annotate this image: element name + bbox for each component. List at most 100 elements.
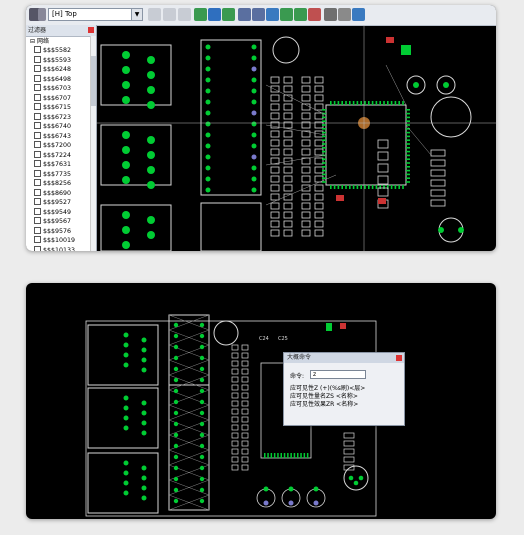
net-icon [34,112,41,120]
net-list-item[interactable]: $$$7200 [26,141,96,151]
mcu-pin [290,453,292,458]
mcu-pin [270,453,273,458]
mcu-pin [394,185,397,189]
pad [199,421,205,427]
mcu-pin [406,147,410,149]
pcb-canvas-top[interactable] [96,25,496,251]
smd-pad [283,166,293,174]
mcu-pin [368,185,370,189]
pad [123,362,129,368]
net-list-item[interactable]: $$$7631 [26,160,96,170]
net-icon [34,122,41,129]
pad [173,377,179,383]
smd-pad [231,456,239,463]
copy-icon[interactable] [178,8,191,21]
net-list-item[interactable]: $$$7224 [26,150,96,161]
route-icon[interactable] [194,8,207,21]
mcu-pin [277,453,279,458]
pad [288,500,294,506]
net-list-item[interactable]: $$$10019 [26,236,96,246]
smd-pad [270,202,280,210]
hatch-line [168,359,210,376]
smd-pad [314,184,324,192]
net-icon [34,131,41,139]
redo-icon[interactable] [163,8,176,21]
net-list-item[interactable]: $$$6723 [26,112,96,123]
net-list-item[interactable]: $$$9527 [26,198,96,208]
net-list-item[interactable]: $$$10133 [26,245,96,251]
layer-icon[interactable] [208,8,221,21]
net-list-item[interactable]: $$$6743 [26,131,96,142]
net-icon [34,65,41,72]
net-list-item[interactable]: $$$6498 [26,74,96,85]
smd-pad [314,103,324,111]
grid-icon[interactable] [324,8,337,21]
command-dialog: 大概命令 命令: z 应可见性Z (+)(%s刷)<层> 应可见性量名ZS <名… [283,352,405,426]
net-list-item[interactable]: $$$6707 [26,93,96,104]
net-list-item[interactable]: $$$6703 [26,84,96,94]
net-list-item[interactable]: $$$6248 [26,65,96,75]
smd-pad [283,211,293,219]
pad [251,110,257,116]
mcu-pin [303,453,306,458]
move-icon[interactable] [222,8,235,21]
pad [147,231,155,239]
pad [205,132,211,138]
mcu-pin [406,135,410,138]
close-icon[interactable] [88,27,94,33]
net-icon [34,141,41,148]
layer-select[interactable]: [H] Top ▼ [48,8,143,21]
via-icon[interactable] [280,8,293,21]
smd-pad [270,103,280,111]
mcu-pin [330,101,332,105]
mcu-pin [322,162,326,164]
zoom-icon[interactable] [266,8,279,21]
net-list-item[interactable]: $$$5593 [26,55,96,66]
mirror-icon[interactable] [252,8,265,21]
net-list-item[interactable]: $$$6715 [26,103,96,113]
pad [251,77,257,83]
mcu-pin [406,128,410,130]
net-list-item[interactable]: $$$8256 [26,179,96,189]
rotate-icon[interactable] [238,8,251,21]
smd-pad [377,139,389,149]
smd-pad [283,229,293,237]
tree-root[interactable]: ⊟ 网络 [30,38,49,45]
pad [443,82,449,88]
command-input[interactable]: z [310,370,366,379]
net-list-item[interactable]: $$$9549 [26,207,96,218]
pad [199,399,205,405]
net-list-item[interactable]: $$$6740 [26,122,96,132]
net-list-item[interactable]: $$$8690 [26,188,96,199]
mcu-pin [322,112,326,115]
mcu-pin [406,120,410,122]
net-list-item[interactable]: $$$7735 [26,169,96,180]
undo-icon[interactable] [148,8,161,21]
net-list-item[interactable]: $$$9576 [26,226,96,237]
smd-pad [301,229,311,237]
smd-pad [270,139,280,147]
smd-pad [314,229,324,237]
chevron-down-icon[interactable]: ▼ [131,9,142,20]
delete-icon[interactable] [308,8,321,21]
trace [265,84,327,116]
close-icon[interactable] [396,355,402,361]
net-list-item[interactable]: $$$5582 [26,46,96,56]
pad [122,96,130,104]
net-icon [34,188,41,196]
smd-pad [283,112,293,120]
settings-icon[interactable] [338,8,351,21]
drc-icon[interactable] [294,8,307,21]
smd-pad [301,121,311,129]
header-outline [200,39,262,196]
mcu-pin [322,150,326,153]
smd-pad [241,408,249,415]
smd-pad [314,166,324,174]
mcu-pin [322,109,326,111]
smd-pad [241,432,249,439]
help-icon[interactable] [352,8,365,21]
print-icon[interactable] [38,8,46,21]
net-list-item[interactable]: $$$9567 [26,217,96,227]
sidebar-scrollbar[interactable] [90,36,96,251]
